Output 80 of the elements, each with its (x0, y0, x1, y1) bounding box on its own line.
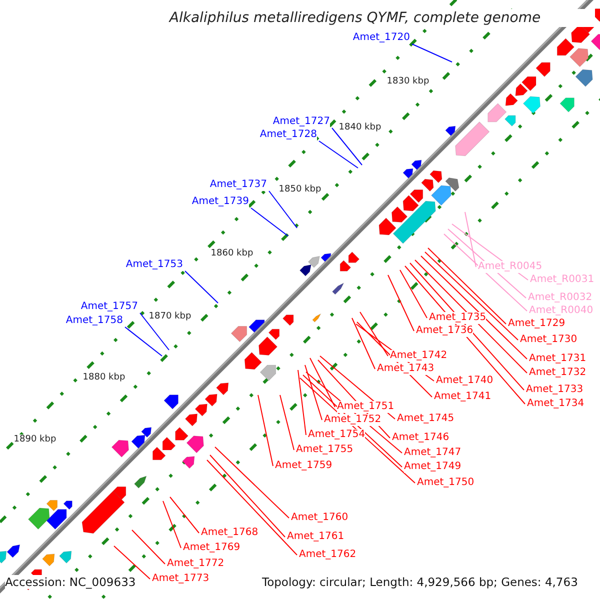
leader-line (414, 260, 528, 374)
leader-line (140, 312, 170, 350)
leader-line (360, 312, 388, 356)
leader-line (412, 44, 452, 62)
leader-line (214, 446, 290, 518)
leader-line (162, 500, 182, 548)
scale-label: 1840 kbp (338, 122, 382, 134)
leader-line (428, 248, 506, 324)
leader-line (332, 128, 362, 166)
footer-text: Accession: NC_009633 (5, 575, 136, 589)
scale-label: 1860 kbp (210, 248, 254, 260)
gene-label: Amet_1729 (508, 318, 566, 330)
gene-label: Amet_1753 (126, 259, 183, 271)
footer-text: Topology: circular; Length: 4,929,566 bp; Genes: 4,763 (262, 575, 578, 589)
gene-label: Amet_1730 (520, 334, 578, 346)
leader-line (170, 496, 200, 534)
gene-label: Amet_1731 (529, 353, 586, 365)
gene-label: Amet_1769 (183, 542, 240, 554)
leader-line (210, 454, 286, 538)
leader-line (318, 140, 358, 168)
gene-label: Amet_1740 (436, 375, 494, 387)
gene-label: Amet_1739 (192, 196, 249, 208)
gene-label: Amet_1752 (324, 414, 382, 426)
gene-label: Amet_1737 (210, 179, 267, 191)
gene-label: Amet_1759 (275, 460, 332, 472)
scale-label: 1850 kbp (278, 184, 322, 196)
leader-line (280, 394, 294, 450)
gene-label: Amet_1734 (527, 398, 584, 410)
gene-label: Amet_1746 (392, 432, 450, 444)
leader-line (352, 318, 376, 370)
leader-line (114, 546, 150, 580)
gene-label: Amet_1747 (404, 447, 462, 459)
gene-label: Amet_1772 (167, 558, 224, 570)
leader-line (310, 358, 336, 408)
gene-label: Amet_1741 (434, 391, 492, 403)
gene-label: Amet_1755 (296, 444, 354, 456)
leader-line (444, 234, 528, 312)
gene-label: Amet_1727 (272, 116, 330, 128)
leader-line (132, 530, 166, 564)
gene-label: Amet_1762 (299, 549, 356, 561)
gene-label: Amet_1749 (404, 461, 462, 473)
gene-label: Amet_1736 (416, 325, 474, 337)
leader-line (298, 370, 306, 436)
leader-line (464, 212, 476, 268)
leader-line (388, 274, 414, 332)
gene-label: Amet_1757 (80, 301, 138, 313)
leader-line (124, 326, 162, 356)
gene-label: Amet_R0040 (529, 305, 594, 317)
scale-label: 1870 kbp (148, 312, 192, 322)
gene-label: Amet_1758 (66, 315, 123, 327)
leader-line (268, 190, 298, 228)
gene-label: Amet_1761 (287, 531, 344, 543)
gene-label: Amet_1754 (308, 429, 366, 441)
gene-label: Amet_1743 (377, 363, 434, 375)
gene-label: Amet_1742 (390, 350, 448, 362)
gene-label: Amet_1728 (260, 129, 317, 141)
gene-label: Amet_1745 (397, 413, 454, 425)
leader-line (206, 460, 298, 556)
gene-label: Amet_1768 (201, 527, 258, 539)
gene-label: Amet_1735 (429, 312, 486, 324)
gene-label: Amet_1732 (529, 367, 586, 379)
leader-line (304, 364, 322, 420)
gene-label: Amet_R0032 (528, 292, 592, 304)
leader-line (400, 270, 428, 318)
gene-label: Amet_1733 (526, 384, 584, 396)
leader-line (258, 394, 274, 466)
gene-label: Amet_1751 (337, 401, 394, 413)
leader-line (420, 256, 528, 360)
scale-label: 1890 kbp (14, 434, 56, 446)
gene-label: Amet_R0031 (530, 274, 594, 286)
gene-label: Amet_R0045 (478, 261, 542, 273)
leader-line (250, 208, 288, 236)
gene-label: Amet_1720 (352, 32, 410, 44)
gene-label: Amet_1750 (417, 477, 474, 489)
scale-label: 1830 kbp (386, 76, 430, 88)
scale-label: 1880 kbp (82, 372, 126, 384)
gene-label: Amet_1760 (291, 512, 348, 524)
leader-line (424, 252, 518, 340)
leader-line (184, 270, 218, 304)
gene-label: Amet_1773 (152, 573, 210, 585)
